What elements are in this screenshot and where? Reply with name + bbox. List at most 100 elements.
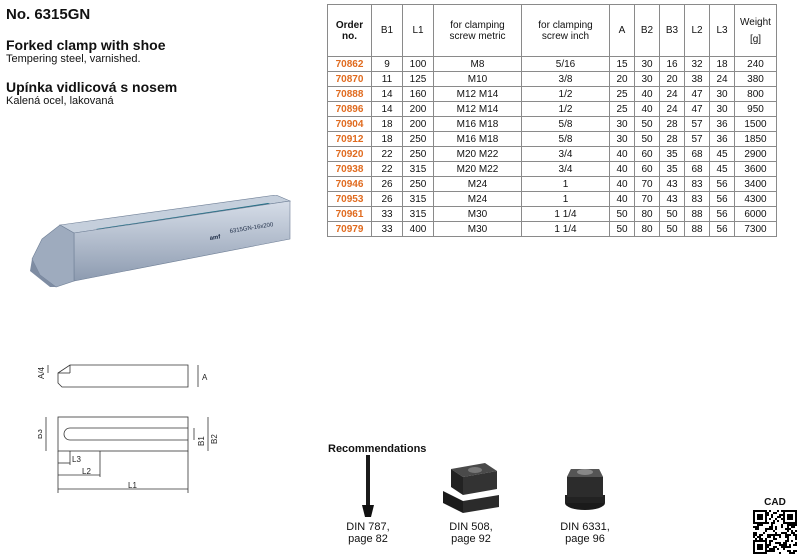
table-cell: 5/8 bbox=[521, 116, 610, 132]
col-a: A bbox=[609, 4, 635, 57]
col-b1: B1 bbox=[371, 4, 403, 57]
recommendation-din787[interactable]: DIN 787, page 82 bbox=[338, 455, 398, 545]
table-cell: 68 bbox=[684, 146, 710, 162]
col-l1: L1 bbox=[402, 4, 434, 57]
recommendation-din508[interactable]: DIN 508, page 92 bbox=[436, 455, 506, 545]
table-cell: 56 bbox=[709, 221, 735, 237]
table-cell: M12 M14 bbox=[433, 86, 522, 102]
table-cell: 9 bbox=[371, 56, 403, 72]
table-cell: 50 bbox=[609, 206, 635, 222]
t-slot-nut-icon bbox=[443, 463, 499, 513]
table-cell: M8 bbox=[433, 56, 522, 72]
product-material-cz: Kalená ocel, lakovaná bbox=[6, 95, 114, 107]
order-number: 70912 bbox=[327, 131, 372, 147]
order-number: 70946 bbox=[327, 176, 372, 192]
table-cell: 18 bbox=[709, 56, 735, 72]
table-cell: 3/4 bbox=[521, 161, 610, 177]
title-block: No. 6315GN Forked clamp with shoe Temper… bbox=[6, 6, 306, 107]
table-cell: 200 bbox=[402, 101, 434, 117]
table-cell: 20 bbox=[659, 71, 685, 87]
table-cell: 83 bbox=[684, 176, 710, 192]
table-cell: 40 bbox=[609, 161, 635, 177]
table-cell: 56 bbox=[709, 206, 735, 222]
table-cell: 315 bbox=[402, 161, 434, 177]
svg-text:amf: amf bbox=[209, 234, 221, 242]
table-cell: 43 bbox=[659, 176, 685, 192]
table-cell: 14 bbox=[371, 101, 403, 117]
table-cell: 26 bbox=[371, 191, 403, 207]
table-cell: 22 bbox=[371, 161, 403, 177]
table-cell: 6000 bbox=[734, 206, 777, 222]
table-cell: M20 M22 bbox=[433, 161, 522, 177]
table-cell: 30 bbox=[634, 56, 660, 72]
table-cell: 160 bbox=[402, 86, 434, 102]
table-cell: M12 M14 bbox=[433, 101, 522, 117]
table-cell: 38 bbox=[684, 71, 710, 87]
table-cell: 1850 bbox=[734, 131, 777, 147]
col-inch: for clamping screw inch bbox=[521, 4, 610, 57]
product-name-cz: Upínka vidlicová s nosem bbox=[6, 79, 178, 95]
table-cell: 1 bbox=[521, 191, 610, 207]
dim-l1-label: L1 bbox=[128, 481, 137, 490]
table-cell: 25 bbox=[609, 101, 635, 117]
table-cell: 24 bbox=[659, 101, 685, 117]
table-cell: 50 bbox=[659, 206, 685, 222]
cad-block[interactable]: CAD bbox=[752, 497, 798, 555]
t-slot-bolt-icon bbox=[362, 455, 374, 517]
dim-a4-label: A/4 bbox=[38, 366, 46, 379]
table-cell: 88 bbox=[684, 206, 710, 222]
table-cell: 4300 bbox=[734, 191, 777, 207]
table-cell: 22 bbox=[371, 146, 403, 162]
table-cell: 3600 bbox=[734, 161, 777, 177]
dim-a-label: A bbox=[202, 373, 208, 382]
table-cell: 240 bbox=[734, 56, 777, 72]
table-cell: 7300 bbox=[734, 221, 777, 237]
table-cell: 380 bbox=[734, 71, 777, 87]
table-cell: 47 bbox=[684, 86, 710, 102]
table-cell: 43 bbox=[659, 191, 685, 207]
table-cell: 1/2 bbox=[521, 101, 610, 117]
recommendation-line1: DIN 6331, bbox=[560, 521, 610, 533]
col-l3: L3 bbox=[709, 4, 735, 57]
table-cell: M30 bbox=[433, 221, 522, 237]
order-number: 70904 bbox=[327, 116, 372, 132]
col-weight: Weight [g] bbox=[734, 4, 777, 57]
table-cell: M24 bbox=[433, 191, 522, 207]
table-cell: 1 1/4 bbox=[521, 206, 610, 222]
table-cell: 16 bbox=[659, 56, 685, 72]
table-cell: 18 bbox=[371, 116, 403, 132]
col-metric: for clamping screw metric bbox=[433, 4, 522, 57]
table-cell: 45 bbox=[709, 146, 735, 162]
table-cell: M16 M18 bbox=[433, 131, 522, 147]
table-cell: 32 bbox=[684, 56, 710, 72]
recommendation-line1: DIN 508, bbox=[449, 521, 493, 533]
table-cell: 100 bbox=[402, 56, 434, 72]
table-cell: 40 bbox=[609, 176, 635, 192]
recommendation-line2: page 96 bbox=[565, 533, 605, 545]
table-cell: 56 bbox=[709, 176, 735, 192]
collar-nut-icon bbox=[565, 469, 605, 510]
table-cell: 60 bbox=[634, 161, 660, 177]
qr-code-icon[interactable] bbox=[753, 510, 797, 554]
cad-label: CAD bbox=[764, 497, 786, 508]
order-number: 70896 bbox=[327, 101, 372, 117]
dim-l3-label: L3 bbox=[72, 455, 81, 464]
table-cell: 30 bbox=[609, 131, 635, 147]
table-cell: 3400 bbox=[734, 176, 777, 192]
table-cell: 30 bbox=[634, 71, 660, 87]
table-cell: 56 bbox=[709, 191, 735, 207]
recommendation-din6331[interactable]: DIN 6331, page 96 bbox=[550, 455, 620, 545]
col-b2: B2 bbox=[634, 4, 660, 57]
table-cell: 50 bbox=[634, 116, 660, 132]
table-cell: 35 bbox=[659, 161, 685, 177]
recommendation-line1: DIN 787, bbox=[346, 521, 390, 533]
table-cell: 200 bbox=[402, 116, 434, 132]
table-cell: 50 bbox=[609, 221, 635, 237]
table-cell: 18 bbox=[371, 131, 403, 147]
